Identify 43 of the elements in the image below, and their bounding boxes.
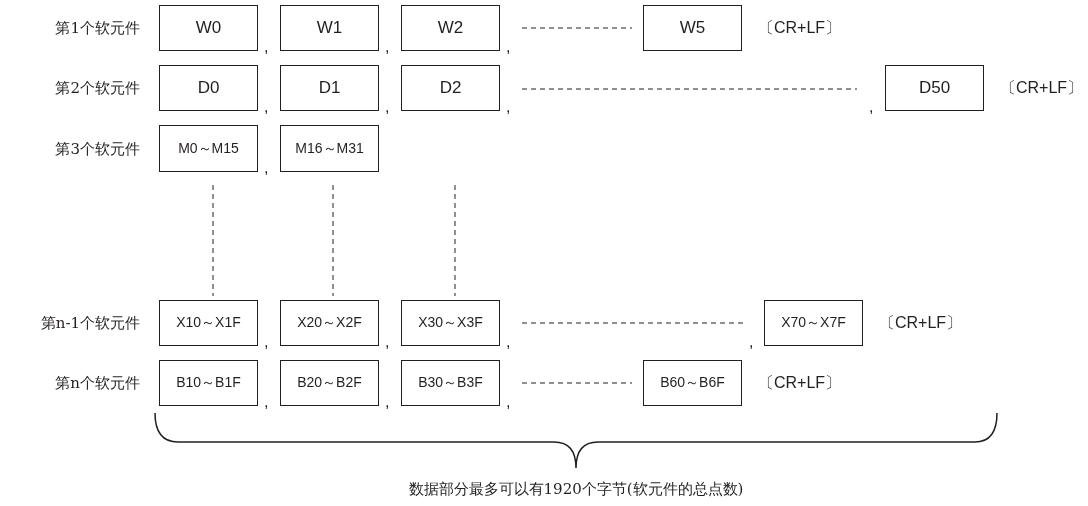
device-box: W1 [280, 5, 379, 51]
comma-separator: , [506, 39, 511, 55]
device-box: X30～X3F [401, 300, 500, 346]
row-label: 第1个软元件 [55, 18, 140, 38]
device-box: X10～X1F [159, 300, 258, 346]
device-box: W2 [401, 5, 500, 51]
row-label: 第3个软元件 [55, 139, 140, 158]
delimiter-label: 〔CR+LF〕 [879, 312, 963, 333]
device-box: B30～B3F [401, 360, 500, 406]
comma-separator: , [264, 39, 269, 55]
device-box: B10～B1F [159, 360, 258, 406]
comma-separator: , [749, 334, 754, 350]
device-box: X70～X7F [764, 300, 863, 346]
comma-separator: , [506, 334, 511, 350]
comma-separator: , [264, 99, 269, 115]
device-box: M16～M31 [280, 125, 379, 172]
comma-separator: , [264, 394, 269, 410]
caption: 数据部分最多可以有1920个字节(软元件的总点数) [407, 480, 745, 499]
comma-separator: , [264, 160, 269, 176]
device-box: D1 [280, 65, 379, 111]
comma-separator: , [506, 99, 511, 115]
delimiter-label: 〔CR+LF〕 [758, 17, 842, 38]
delimiter-label: 〔CR+LF〕 [758, 372, 842, 393]
device-box: X20～X2F [280, 300, 379, 346]
comma-separator: , [385, 39, 390, 55]
device-box: D0 [159, 65, 258, 111]
device-box: B20～B2F [280, 360, 379, 406]
comma-separator: , [385, 334, 390, 350]
row-label: 第2个软元件 [55, 78, 140, 98]
row-label: 第n-1个软元件 [40, 313, 140, 333]
row-label: 第n个软元件 [55, 373, 140, 393]
device-box: W0 [159, 5, 258, 51]
comma-separator: , [385, 99, 390, 115]
comma-separator: , [869, 99, 874, 115]
device-box: W5 [643, 5, 742, 51]
device-box: M0～M15 [159, 125, 258, 172]
comma-separator: , [506, 394, 511, 410]
comma-separator: , [385, 394, 390, 410]
device-box: D50 [885, 65, 984, 111]
delimiter-label: 〔CR+LF〕 [1000, 77, 1084, 98]
device-box: B60～B6F [643, 360, 742, 406]
device-box: D2 [401, 65, 500, 111]
comma-separator: , [264, 334, 269, 350]
